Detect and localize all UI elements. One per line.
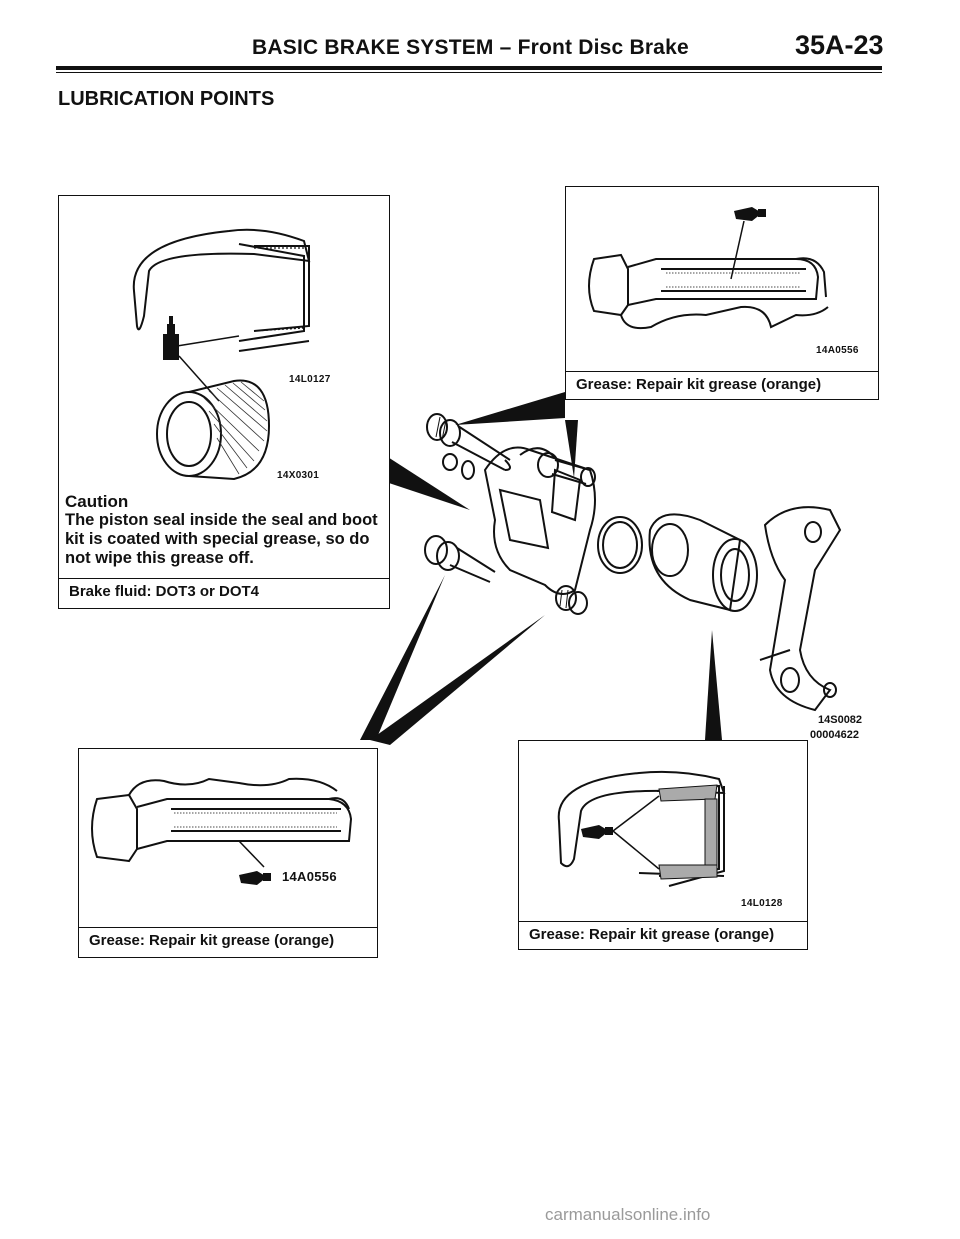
page-header-title: BASIC BRAKE SYSTEM – Front Disc Brake [252,36,689,59]
panel-caption: Grease: Repair kit grease (orange) [566,371,878,399]
page-number: 35A-23 [795,30,884,60]
figure-code: 14L0128 [741,898,783,909]
guide-pin-illustration [588,207,829,330]
grease-tube-icon [163,316,179,360]
panel-caption: Grease: Repair kit grease (orange) [79,927,377,957]
panel-caption: Brake fluid: DOT3 or DOT4 [59,578,389,608]
grease-tube-icon [239,871,271,885]
guide-pin-illustration [91,777,353,885]
grease-tube-icon [734,207,766,221]
figure-code: 14X0301 [277,470,320,481]
panel-piston-seal: 14L0127 14X0301 Caution The piston seal … [58,195,390,609]
figure-code: 14S0082 [818,714,863,726]
grease-tube-icon [581,825,613,839]
panel-caption: Grease: Repair kit grease (orange) [519,921,807,949]
piston-seal-illustration [132,228,311,481]
panel-guide-pin-lower: 14A0556 Grease: Repair kit grease (orang… [78,748,378,958]
figure-code: 00004622 [810,729,859,741]
header-rule [56,66,882,70]
section-title: LUBRICATION POINTS [58,88,275,110]
footer-watermark: carmanualsonline.info [545,1205,711,1224]
dust-boot-illustration [557,770,726,887]
figure-code: 14L0127 [289,374,331,385]
figure-code: 14A0556 [282,869,337,884]
panel-guide-pin-upper: 14A0556 Grease: Repair kit grease (orang… [565,186,879,400]
caution-heading: Caution [65,492,129,511]
figure-code: 14A0556 [816,345,859,356]
panel-dust-boot: 14L0128 Grease: Repair kit grease (orang… [518,740,808,950]
caution-text: The piston seal inside the seal and boot… [65,511,378,567]
header-rule-thin [56,72,882,73]
